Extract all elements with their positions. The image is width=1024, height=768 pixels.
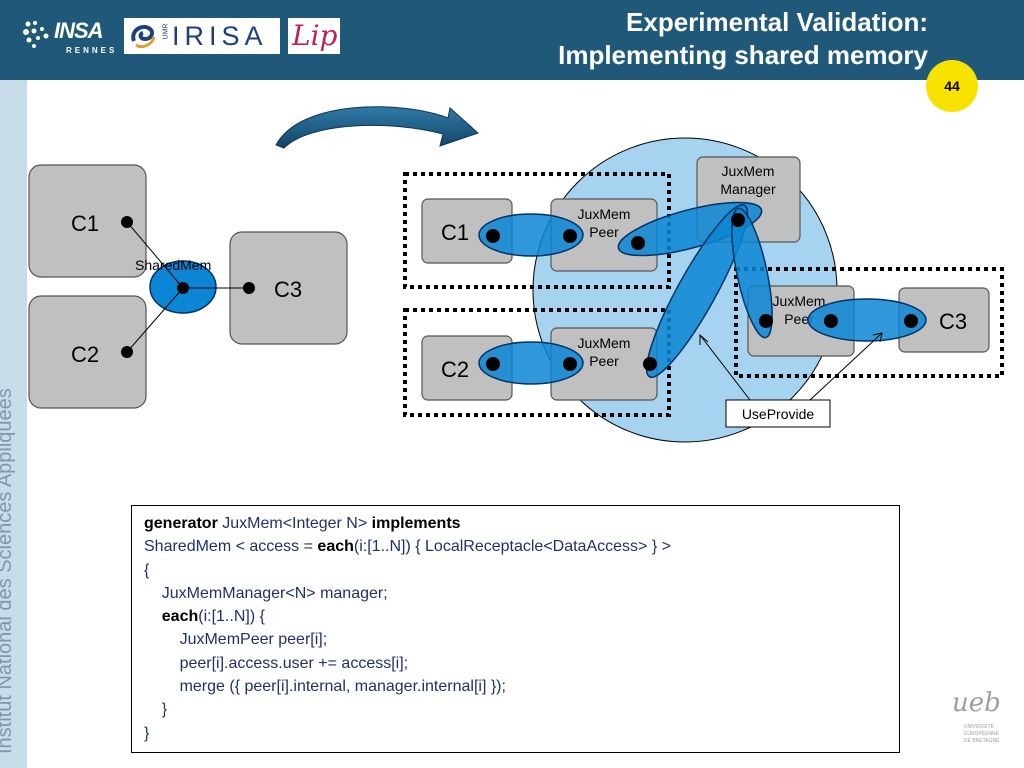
irisa-swirl-icon [131, 24, 156, 49]
insa-logo-city: RENNES [66, 46, 118, 55]
port-c1 [486, 229, 500, 243]
right-c2-label: C2 [441, 357, 469, 382]
port-peer2-right [643, 357, 657, 371]
architecture-diagram: C1 C2 C3 SharedMem C1 C2 C3 JuxMem Manag… [28, 106, 1004, 443]
useprovide-label: UseProvide [742, 406, 815, 422]
code-keyword: each [161, 608, 199, 626]
code-line-9: } [144, 701, 168, 719]
code-keyword: generator [144, 515, 218, 532]
port-peer1-left [563, 229, 577, 243]
connector-peer2-manager [645, 204, 749, 378]
port-peer3-left [759, 314, 773, 328]
code-line-6: JuxMemPeer peer[i]; [144, 631, 328, 649]
right-c3-label: C3 [939, 309, 967, 334]
left-sharedmem-label: SharedMem [135, 257, 211, 273]
peer-1-label-line-1: JuxMem [578, 206, 631, 222]
code-text: (i:[1..N]) { LocalReceptacle<DataAccess>… [353, 538, 671, 556]
peer-2-label-line-1: JuxMem [578, 335, 631, 351]
connector-peer3-manager [731, 207, 773, 339]
port-peer2-left [563, 357, 577, 371]
code-line-2: SharedMem < access = each(i:[1..N]) { Lo… [144, 535, 887, 558]
peer-2-label-line-2: Peer [589, 353, 619, 369]
page-number-badge: 44 [926, 60, 978, 112]
code-text: JuxMem<Integer N> [217, 515, 372, 532]
group-box-c3 [734, 267, 1004, 378]
sidebar: Institut National des Sciences Appliquée… [0, 80, 27, 768]
left-link-c2 [126, 287, 184, 353]
group-box-c2 [403, 308, 671, 417]
ueb-logo-word: ueb [952, 688, 1001, 718]
code-keyword: each [317, 538, 354, 556]
left-link-c1 [126, 221, 184, 289]
code-line-1: generator JuxMem<Integer N> implements [144, 512, 887, 535]
code-indent [144, 608, 162, 625]
lip-logo: Lip [288, 18, 340, 54]
header-bar: INSA RENNES UMR IRISA Lip Experimental V… [0, 0, 1024, 80]
port-manager [731, 213, 745, 227]
peer-3-label-line-2: Peer [784, 311, 814, 327]
port-c2 [486, 357, 500, 371]
ueb-logo-text: UNIVERSITÉ EUROPÉENNE DE BRETAGNE [964, 724, 1000, 744]
code-line-8: merge ({ peer[i].internal, manager.inter… [144, 678, 506, 696]
code-line-3: { [144, 561, 150, 579]
left-diagram: C1 C2 C3 SharedMem [28, 164, 348, 409]
left-c1-port [121, 216, 133, 228]
code-keyword: implements [371, 515, 461, 532]
code-text: (i:[1..N]) { [198, 608, 265, 626]
code-line-7: peer[i].access.user += access[i]; [144, 654, 409, 672]
transform-arrow-icon [275, 106, 479, 149]
left-component-c2 [28, 295, 147, 409]
left-c2-label: C2 [71, 342, 99, 367]
useprovide-callout-box [725, 399, 831, 428]
right-diagram: C1 C2 C3 JuxMem Manager JuxMem Peer JuxM… [403, 137, 1004, 443]
code-line-4: JuxMemManager<N> manager; [144, 584, 388, 602]
code-line-5: each(i:[1..N]) { [144, 605, 887, 628]
peer-1-label-line-2: Peer [589, 224, 619, 240]
left-c3-port [243, 282, 255, 294]
slide-title-line-1: Experimental Validation: [626, 7, 928, 37]
right-c1-label: C1 [441, 220, 469, 245]
irisa-logo: UMR IRISA [124, 18, 280, 54]
connector-c1-peer [478, 213, 584, 257]
irisa-logo-word: IRISA [172, 21, 268, 51]
useprovide-arrowhead-right-icon [872, 332, 883, 343]
port-c3 [904, 314, 918, 328]
peer-3-label-line-1: JuxMem [773, 293, 826, 309]
connector-peer3-c3 [807, 298, 927, 342]
useprovide-arrowhead-left-icon [699, 333, 709, 345]
manager-label-line-1: JuxMem [722, 163, 775, 179]
port-peer3-right [824, 314, 838, 328]
port-peer1-right [631, 236, 645, 250]
slide-title-line-2: Implementing shared memory [558, 40, 928, 70]
code-text: SharedMem < access = [144, 538, 318, 556]
insa-logo: INSA RENNES [22, 16, 122, 62]
insa-dots-icon [23, 21, 49, 48]
slide-title: Experimental Validation: Implementing sh… [558, 6, 928, 72]
useprovide-arrow-left [699, 334, 751, 401]
useprovide-arrow-right [809, 332, 883, 401]
manager-label-line-2: Manager [720, 181, 776, 197]
lip-logo-word: Lip [292, 19, 338, 52]
left-connector-port [177, 282, 189, 294]
code-listing: generator JuxMem<Integer N> implements S… [131, 505, 900, 753]
connector-c2-peer [478, 341, 584, 385]
left-c3-label: C3 [274, 277, 302, 302]
code-line-10: } [144, 724, 150, 742]
ueb-logo: ueb UNIVERSITÉ EUROPÉENNE DE BRETAGNE [950, 688, 1006, 766]
left-c1-label: C1 [71, 211, 99, 236]
left-component-c1 [28, 164, 147, 278]
left-c2-port [121, 346, 133, 358]
insa-logo-word: INSA [54, 18, 104, 43]
